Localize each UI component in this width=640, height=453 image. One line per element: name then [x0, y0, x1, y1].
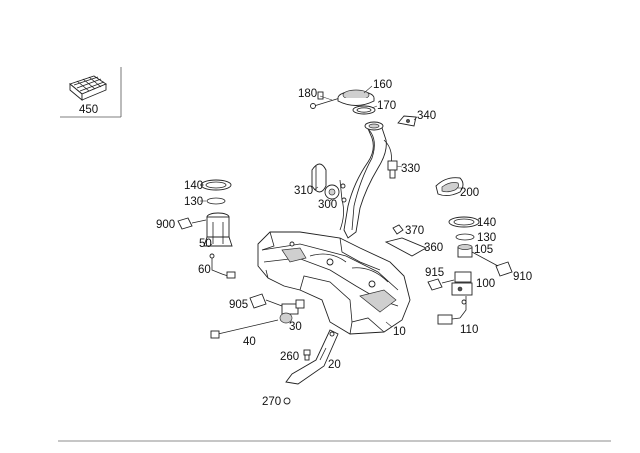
part-label-910[interactable]: 910 [513, 271, 532, 283]
vent-valve-part-icon: 330 [387, 160, 420, 179]
part-label-270[interactable]: 270 [262, 396, 281, 408]
part-label-140-right[interactable]: 140 [477, 217, 496, 229]
lock-ring-right-part-icon [448, 216, 480, 228]
sender-unit-100-part-icon [451, 271, 473, 296]
part-label-310[interactable]: 310 [294, 185, 313, 197]
part-label-200[interactable]: 200 [460, 187, 479, 199]
part-label-130-right[interactable]: 130 [477, 232, 496, 244]
tank-strap-part-icon [285, 329, 339, 385]
part-label-110[interactable]: 110 [460, 324, 478, 336]
level-sensor-left-part-icon [209, 253, 236, 279]
filler-cap-part-icon [337, 89, 375, 106]
connector-915-part-icon [427, 278, 455, 291]
part-label-10[interactable]: 10 [393, 326, 406, 338]
bolt-260-part-icon [303, 349, 311, 361]
pad-370-part-icon [392, 224, 404, 235]
part-label-40[interactable]: 40 [243, 336, 256, 348]
reference-box-450: 450 [60, 67, 122, 118]
gasket-part-icon: 200 [435, 177, 479, 199]
lock-ring-part-icon [311, 163, 327, 193]
part-label-915[interactable]: 915 [425, 267, 444, 279]
seal-right-part-icon [455, 233, 475, 241]
seal-left-part-icon [206, 197, 226, 205]
flange-105-part-icon [457, 244, 473, 258]
cap-tether-part-icon [310, 91, 341, 109]
part-label-340[interactable]: 340 [417, 110, 436, 122]
part-label-50[interactable]: 50 [199, 238, 212, 250]
insulation-pads: 370 360 [384, 224, 443, 257]
part-label-260[interactable]: 260 [280, 351, 299, 363]
fuel-tank-body-part-icon: 10 [257, 231, 411, 338]
part-label-30[interactable]: 30 [289, 321, 302, 333]
connector-910-part-icon [471, 251, 513, 277]
gear-nut-part-icon [324, 184, 340, 200]
level-sensor-110-part-icon [437, 296, 467, 325]
part-label-130-left[interactable]: 130 [184, 196, 203, 208]
foam-pad-part-icon [69, 75, 107, 101]
connector-900-part-icon [177, 217, 207, 230]
lock-ring-assembly: 310 300 [294, 163, 340, 211]
part-label-105[interactable]: 105 [474, 244, 493, 256]
connector-905-part-icon [249, 293, 283, 309]
lock-ring-left-part-icon [200, 179, 232, 191]
nut-270-part-icon [283, 397, 291, 405]
filler-neck-tube [339, 121, 392, 239]
part-label-300[interactable]: 300 [318, 199, 337, 211]
part-label-20[interactable]: 20 [328, 359, 341, 371]
part-label-360[interactable]: 360 [424, 242, 443, 254]
filler-cap-assembly: 180 160 170 340 [298, 79, 436, 127]
pump-unit-left-part-icon [203, 212, 233, 247]
bottom-left-components: 905 30 40 [210, 293, 305, 348]
part-label-900[interactable]: 900 [156, 219, 175, 231]
seal-ring-part-icon [352, 105, 376, 115]
part-label-180[interactable]: 180 [298, 88, 317, 100]
left-pump-assembly: 140 130 900 50 60 [156, 179, 236, 279]
cable-40-part-icon [210, 319, 279, 339]
filler-flap-part-icon [397, 115, 417, 127]
pad-360-part-icon [384, 237, 428, 257]
pump-30-part-icon [279, 299, 305, 324]
part-label-330[interactable]: 330 [401, 163, 420, 175]
part-label-100[interactable]: 100 [476, 278, 495, 290]
tank-strap-assembly: 260 20 270 [262, 329, 341, 408]
right-pump-assembly: 140 130 105 910 915 100 110 [425, 216, 532, 336]
part-label-905[interactable]: 905 [229, 299, 248, 311]
part-label-160[interactable]: 160 [373, 79, 392, 91]
part-label-450[interactable]: 450 [79, 104, 98, 116]
part-label-60[interactable]: 60 [198, 264, 211, 276]
part-label-140-left[interactable]: 140 [184, 180, 203, 192]
part-label-170[interactable]: 170 [377, 100, 396, 112]
part-label-370[interactable]: 370 [405, 225, 424, 237]
